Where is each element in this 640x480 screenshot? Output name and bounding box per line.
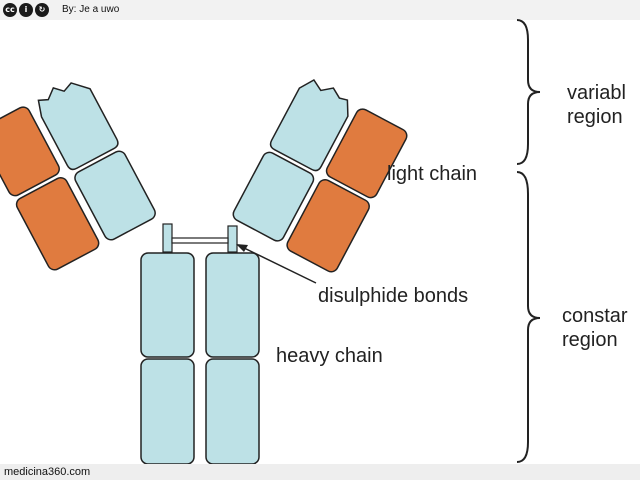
right-hinge (227, 225, 238, 253)
variable-region-brace (516, 19, 541, 165)
by-icon: i (19, 3, 33, 17)
constant-region-brace (516, 171, 541, 463)
left-heavy-variable-domain (15, 177, 100, 271)
disulphide-bonds-label: disulphide bonds (318, 285, 469, 307)
disulphide-pointer-arrow (237, 244, 317, 284)
right-light-constant-domain (232, 151, 315, 242)
constant-region-label: constar region (562, 305, 628, 351)
right-arm (232, 78, 408, 273)
arrowhead (236, 244, 248, 252)
heavy-constant-domain (205, 252, 260, 358)
attribution-bar: cc i ↻ By: Je a uwo (0, 0, 640, 20)
disulphide-bond (171, 237, 229, 244)
left-light-constant-domain (74, 150, 156, 241)
heavy-constant-domain (140, 358, 195, 465)
footer-bar: medicina360.com (0, 464, 640, 480)
right-light-variable-domain (269, 78, 349, 172)
right-heavy-variable-domain (286, 178, 370, 273)
site-name: medicina360.com (4, 466, 91, 478)
cc-icon: cc (3, 3, 17, 17)
sa-icon: ↻ (35, 3, 49, 17)
light-chain-label: light chain (387, 163, 478, 185)
left-arm (0, 82, 156, 271)
left-light-variable-domain (37, 82, 119, 171)
heavy-constant-domain (140, 252, 195, 358)
heavy-constant-domain (205, 358, 260, 465)
left-heavy-variable-domain (0, 106, 60, 197)
variable-region-label: variabl region (567, 82, 626, 128)
license-icons: cc i ↻ (3, 3, 49, 17)
heavy-chain-label: heavy chain (276, 345, 383, 367)
left-hinge (162, 223, 173, 253)
credit-text: By: Je a uwo (62, 4, 120, 15)
right-heavy-variable-domain (325, 108, 408, 199)
